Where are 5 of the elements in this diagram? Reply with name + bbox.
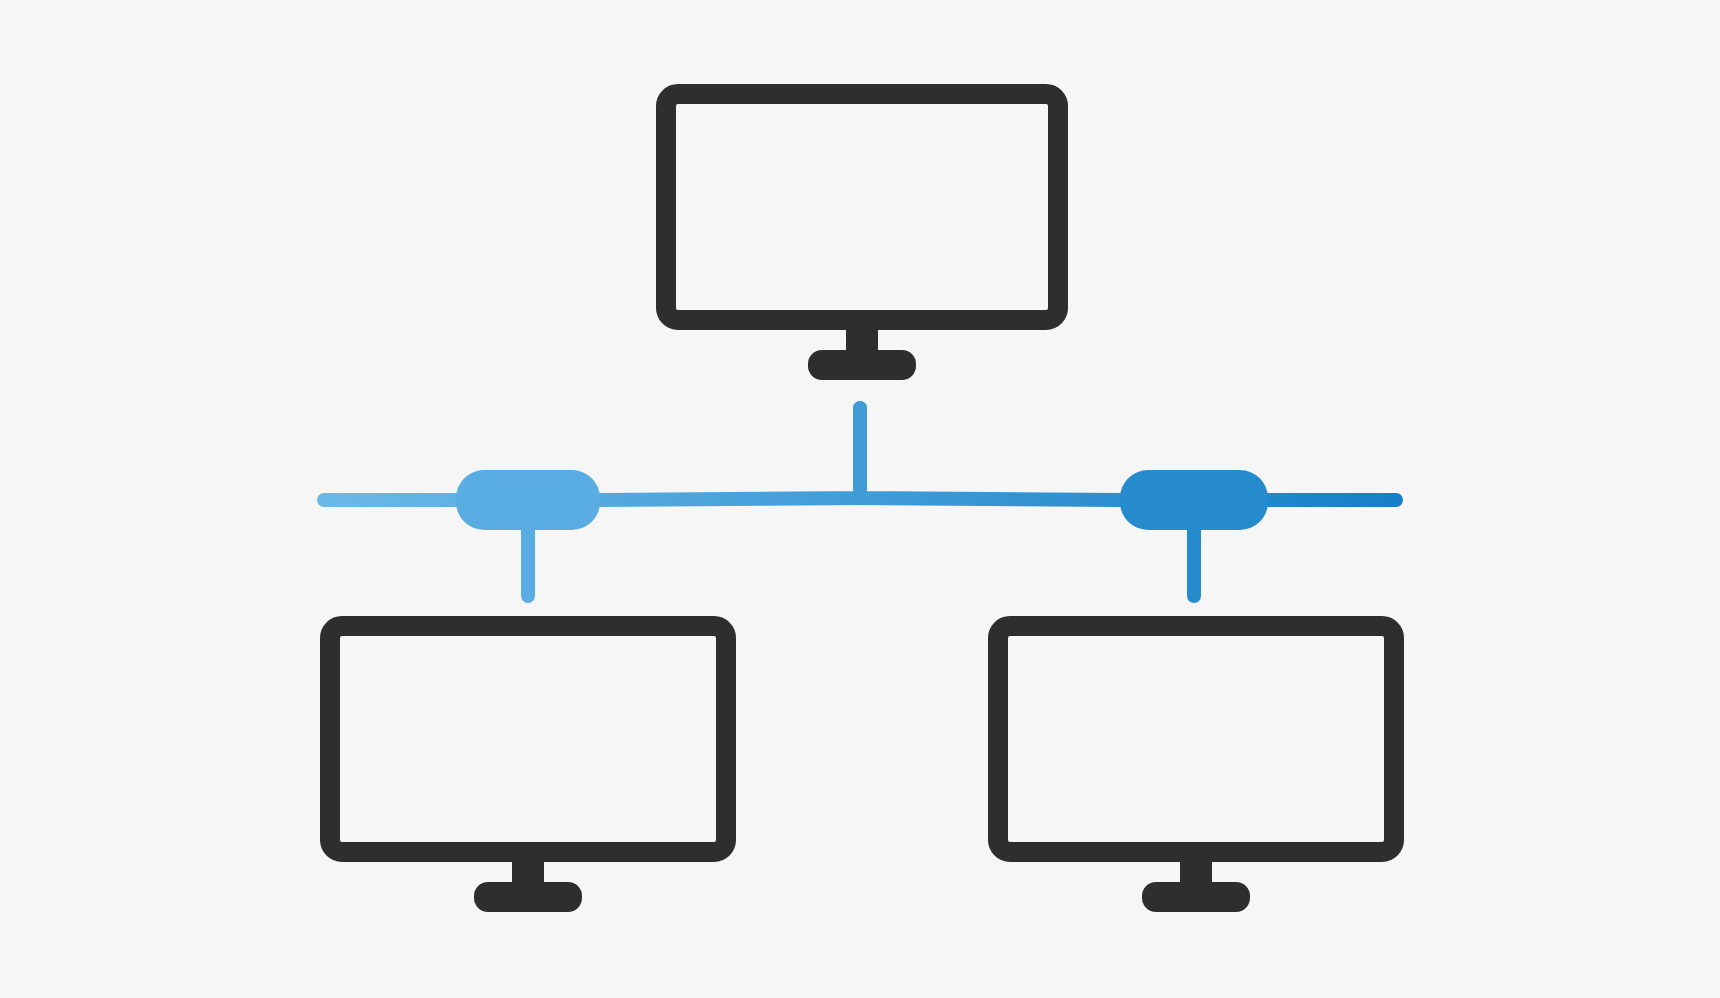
network-connector [456, 470, 600, 530]
monitor-drawing [656, 84, 1068, 380]
monitor-drawing [320, 616, 736, 912]
monitor-drawing [988, 616, 1404, 912]
network-connector [1120, 470, 1268, 530]
